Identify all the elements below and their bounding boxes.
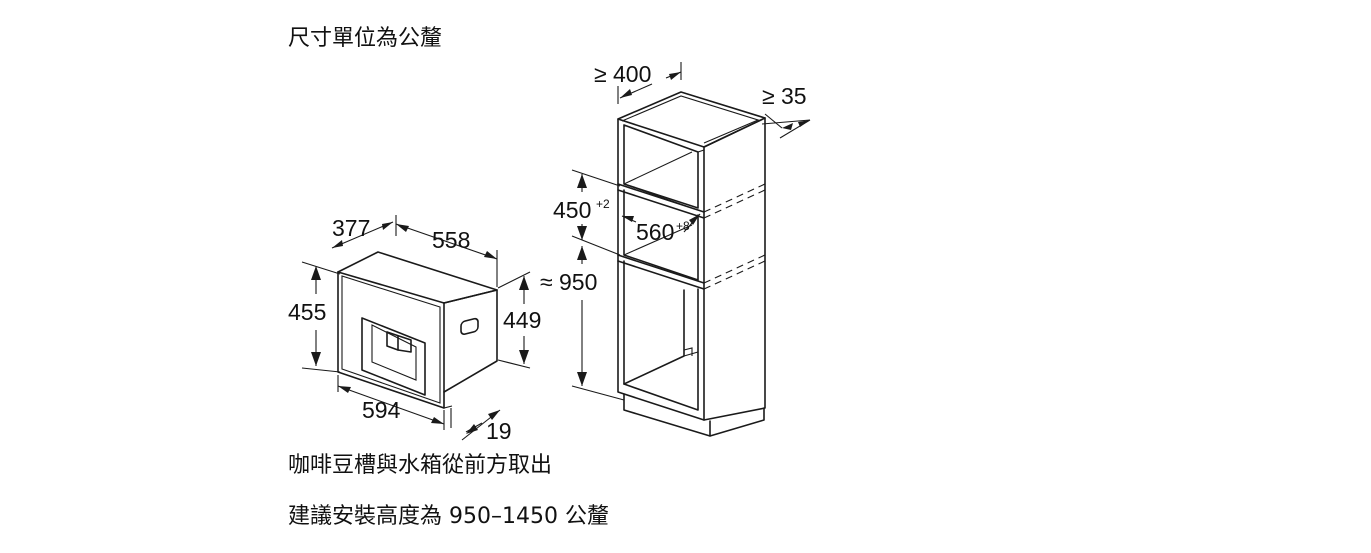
- dim-machine-height-inner: 449: [503, 307, 541, 333]
- cabinet-side: [703, 117, 766, 421]
- machine-side: [443, 289, 498, 393]
- coffee-machine-drawing: [337, 251, 498, 409]
- cabinet-top: [617, 91, 766, 148]
- dim-install-height: ≈ 950: [540, 269, 597, 295]
- brew-outlet-cavity: [361, 317, 426, 396]
- dim-niche-depth-tolerance: +8: [676, 219, 690, 233]
- machine-front-panel: [337, 271, 445, 409]
- cabinet-plinth: [623, 393, 765, 437]
- side-handle: [460, 317, 479, 336]
- units-note: 尺寸單位為公釐: [288, 26, 443, 51]
- dim-machine-depth: 377: [332, 215, 370, 241]
- dim-machine-front-thickness: 19: [486, 418, 512, 444]
- machine-dimensions: 377 558 455 449 594: [288, 215, 541, 444]
- tall-cabinet-drawing: [617, 91, 766, 437]
- dim-machine-front-width: 594: [362, 397, 401, 423]
- dim-niche-depth: 560: [636, 219, 674, 245]
- dim-niche-height: 450: [553, 197, 591, 223]
- dim-niche-width: ≥ 400: [594, 61, 651, 87]
- cabinet-niche: [623, 189, 699, 281]
- dim-machine-width: 558: [432, 227, 470, 253]
- note-front-access: 咖啡豆槽與水箱從前方取出: [288, 453, 553, 478]
- note-install-height: 建議安裝高度為 950–1450 公釐: [288, 504, 609, 529]
- dim-machine-height-outer: 455: [288, 299, 326, 325]
- dim-rear-gap: ≥ 35: [762, 83, 807, 109]
- cabinet-dimensions: ≥ 400 ≥ 35 450 +2 560 +8 ≈ 950: [540, 61, 811, 401]
- dim-niche-height-tolerance: +2: [596, 197, 610, 211]
